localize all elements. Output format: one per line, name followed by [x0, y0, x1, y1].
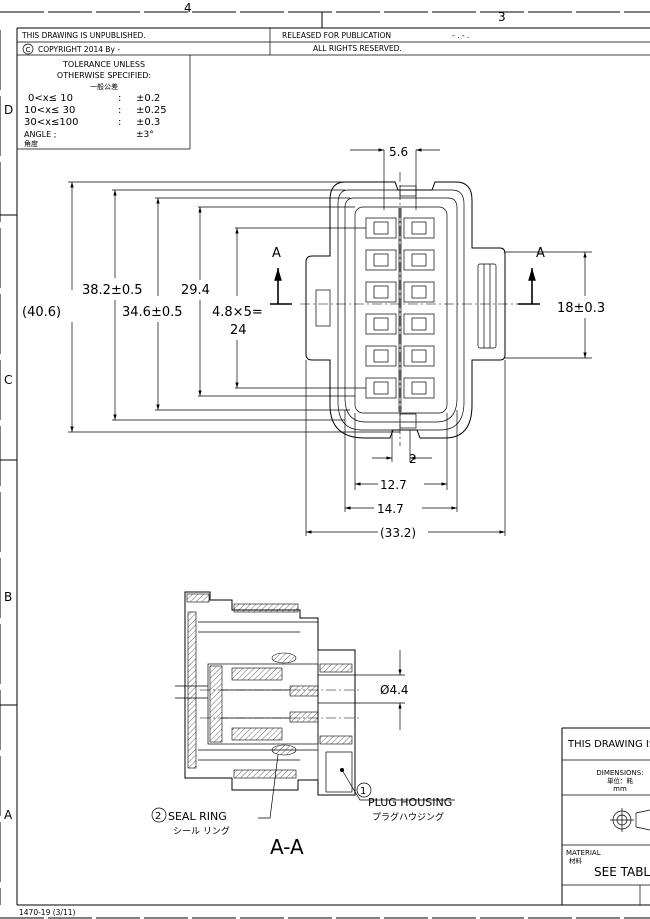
callout-plug-housing: PLUG HOUSING	[368, 796, 452, 809]
released-value: - . - .	[452, 31, 469, 40]
callout-plug-housing-leader	[340, 768, 455, 801]
footer-code: 1470-19 (3/11)	[19, 908, 75, 917]
title-block-see-table: SEE TABL	[594, 865, 650, 879]
dim-29-4-label: 29.4	[181, 283, 210, 298]
dim-18	[505, 251, 592, 359]
tolerance-tol-3: ±0.3	[136, 117, 160, 128]
tolerance-sep-1: :	[118, 93, 121, 104]
dim-5-6	[350, 148, 440, 210]
title-block-dimensions: DIMENSIONS:	[596, 769, 643, 777]
dim-pitch-total-label: 24	[230, 323, 247, 338]
section-label-right: A	[536, 246, 545, 261]
dim-horizontal-group	[305, 360, 506, 536]
tolerance-sep-3: :	[118, 117, 121, 128]
zone-label-d: D	[4, 103, 13, 117]
callout-seal-ring-jp: シール リング	[173, 825, 230, 837]
rights-note: ALL RIGHTS RESERVED.	[313, 44, 402, 53]
callout-seal-ring-leader	[151, 754, 279, 823]
title-block-material-jp: 材料	[569, 856, 583, 865]
callout-seal-ring: SEAL RING	[168, 810, 227, 823]
zone-label-4: 4	[184, 1, 192, 15]
zone-label-a: A	[4, 808, 13, 822]
tolerance-angle: ANGLE ;	[24, 130, 56, 139]
title-block	[561, 727, 650, 905]
projection-symbol-icon	[610, 808, 650, 832]
callout-2-number: 2	[155, 811, 161, 822]
tolerance-angle-value: ±3°	[136, 130, 154, 140]
tolerance-angle-jp: 角度	[24, 139, 38, 148]
title-block-drawing: THIS DRAWING IS	[567, 739, 650, 750]
tolerance-sep-2: :	[118, 105, 121, 116]
tolerance-tol-2: ±0.25	[136, 105, 167, 116]
zone-label-c: C	[4, 373, 12, 387]
dim-18-label: 18±0.3	[557, 301, 605, 316]
tolerance-range-1: 0<x≤ 10	[28, 93, 73, 104]
dim-5-6-label: 5.6	[389, 145, 408, 159]
dim-dia-4-4-label: Ø4.4	[380, 683, 409, 697]
unpublished-note: THIS DRAWING IS UNPUBLISHED.	[21, 31, 146, 40]
dim-38-2-label: 38.2±0.5	[82, 283, 143, 298]
title-block-material: MATERIAL	[566, 849, 601, 857]
title-block-unit-jp: 単位：粍	[607, 776, 634, 785]
callout-1-number: 1	[360, 786, 366, 797]
copyright-note: COPYRIGHT 2014 By -	[38, 45, 120, 54]
dim-34-6-label: 34.6±0.5	[122, 305, 183, 320]
copyright-icon	[22, 43, 34, 55]
zone-label-3: 3	[498, 10, 506, 24]
section-label-left: A	[272, 246, 281, 261]
dim-2-label: 2	[409, 452, 417, 466]
released-note: RELEASED FOR PUBLICATION	[282, 31, 391, 40]
dim-33-2-label: (33.2)	[380, 526, 416, 540]
tolerance-title: TOLERANCE UNLESS	[62, 60, 145, 69]
copyright-glyph: C	[26, 46, 31, 54]
section-title: A-A	[270, 835, 304, 859]
sheet-border	[0, 11, 650, 919]
tolerance-subtitle: OTHERWISE SPECIFIED:	[57, 71, 151, 80]
dim-14-7-label: 14.7	[377, 502, 404, 516]
dim-40-6-label: (40.6)	[22, 305, 61, 320]
tolerance-range-3: 30<x≤100	[24, 117, 79, 128]
dim-12-7-label: 12.7	[380, 478, 407, 492]
title-block-unit: mm	[613, 785, 627, 793]
section-view-a-a	[175, 591, 360, 796]
tolerance-tol-1: ±0.2	[136, 93, 160, 104]
zone-label-b: B	[4, 590, 12, 604]
tolerance-jp: 一般公差	[90, 82, 118, 91]
terminal-cavities	[365, 208, 435, 412]
section-arrow-left	[270, 268, 292, 305]
front-view	[300, 172, 540, 446]
section-arrow-right	[518, 268, 540, 305]
dim-dia-4-4	[318, 650, 405, 730]
dim-pitch-label: 4.8×5=	[212, 305, 263, 320]
callout-plug-housing-jp: プラグハウジング	[372, 811, 444, 823]
tolerance-range-2: 10<x≤ 30	[24, 105, 75, 116]
header-block	[17, 28, 650, 150]
seal-ring-shape	[271, 652, 297, 756]
